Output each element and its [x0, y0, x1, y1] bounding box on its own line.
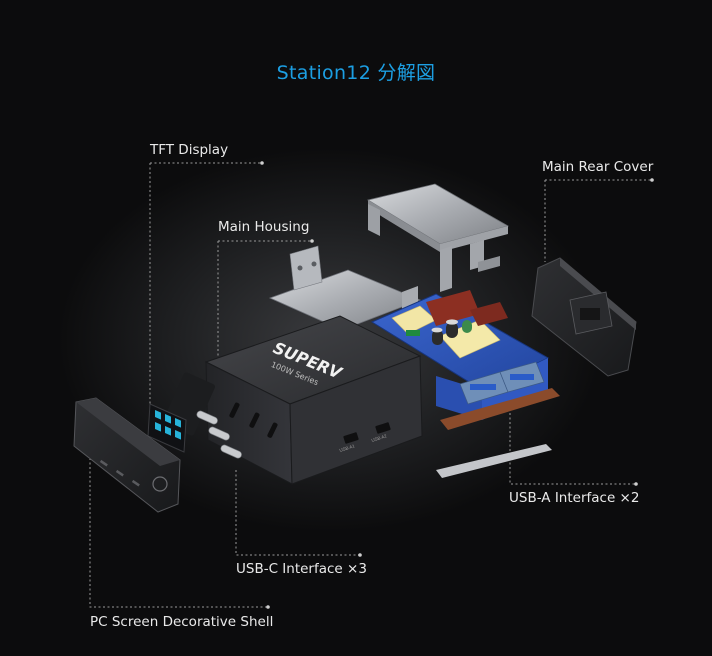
- label-tft-display: TFT Display: [150, 142, 229, 158]
- leader-dots: [260, 161, 654, 609]
- usb-c-port-3: [220, 444, 242, 459]
- tft-display: [147, 403, 187, 453]
- label-main-rear-cover: Main Rear Cover: [542, 159, 654, 175]
- label-usb-c: USB-C Interface ×3: [236, 561, 367, 577]
- leader-shell: [89, 440, 268, 608]
- label-pc-shell: PC Screen Decorative Shell: [90, 614, 274, 630]
- usb-c-port-2: [208, 426, 230, 441]
- label-main-housing: Main Housing: [218, 219, 310, 235]
- leader-usbc: [235, 470, 360, 556]
- port-label-a2: USB A2: [371, 433, 388, 443]
- main-housing: [204, 315, 423, 485]
- pc-screen-shell: [73, 397, 181, 513]
- top-metal-cover: [366, 183, 510, 292]
- label-usb-a: USB-A Interface ×2: [509, 490, 640, 506]
- inner-metal-plate: [268, 245, 422, 332]
- diagram-title: Station12 分解図: [276, 62, 436, 84]
- usb-c-port-1: [196, 410, 218, 425]
- port-label-a1: USB A1: [339, 443, 356, 453]
- leader-lines: [89, 162, 652, 608]
- leader-usba: [509, 395, 636, 485]
- main-rear-cover: [531, 257, 637, 377]
- pcb-board: [370, 290, 560, 478]
- tft-screen-icons: [155, 410, 181, 440]
